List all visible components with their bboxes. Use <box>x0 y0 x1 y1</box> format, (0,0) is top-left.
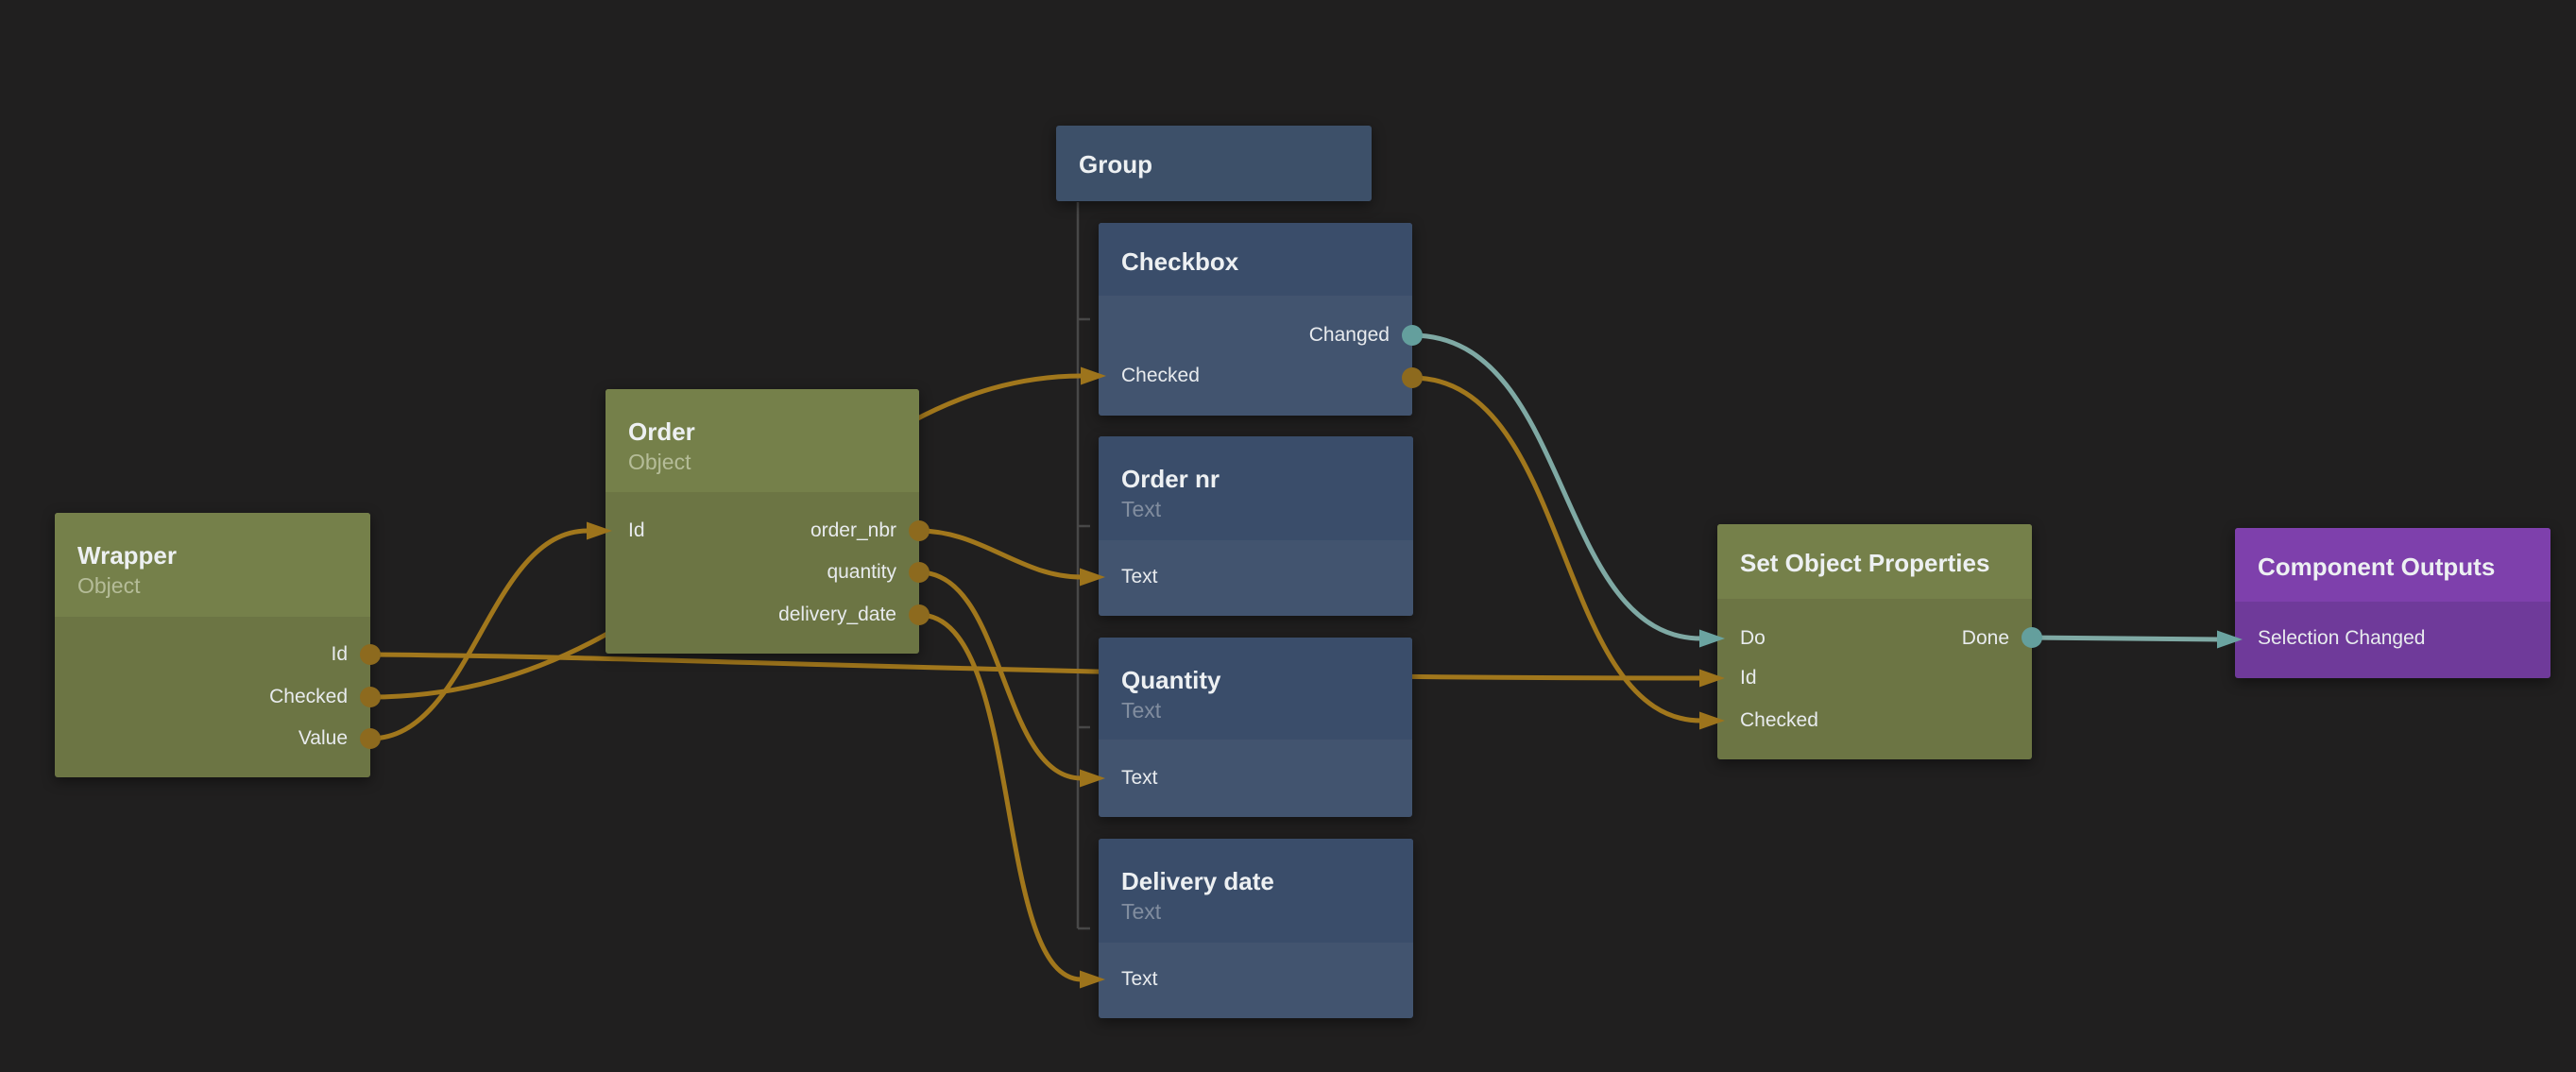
node-delivery-date[interactable]: Delivery date Text Text <box>1099 839 1413 1018</box>
wire-sop-done-to-component-outputs <box>2031 635 2220 642</box>
node-subtitle: Text <box>1121 698 1162 723</box>
input-port-selection-changed[interactable]: Selection Changed <box>2258 627 2426 649</box>
input-port-checked[interactable]: Checked <box>1740 709 1818 731</box>
node-title: Wrapper <box>77 541 177 570</box>
node-checkbox[interactable]: Checkbox Changed Checked <box>1099 223 1412 416</box>
node-wrapper[interactable]: Wrapper Object Id Checked Value <box>55 513 370 777</box>
wire-wrapper-value-to-order-id <box>369 528 589 741</box>
output-port-order-nbr[interactable]: order_nbr <box>810 519 896 541</box>
input-port-do[interactable]: Do <box>1740 627 1766 649</box>
node-title: Component Outputs <box>2258 553 2496 581</box>
node-set-object-properties[interactable]: Set Object Properties Do Done Id Checked <box>1717 524 2032 759</box>
node-order-header: Order Object <box>606 389 919 492</box>
input-port-id[interactable]: Id <box>1740 667 1757 689</box>
node-component-outputs-header: Component Outputs <box>2235 528 2550 602</box>
input-port-id[interactable]: Id <box>628 519 645 541</box>
wire-checkbox-checked-to-sop-checked <box>1411 375 1702 723</box>
node-subtitle: Object <box>77 573 141 598</box>
node-sop-header: Set Object Properties <box>1717 524 2032 599</box>
node-order-nr[interactable]: Order nr Text Text <box>1099 436 1413 616</box>
node-component-outputs[interactable]: Component Outputs Selection Changed <box>2235 528 2550 678</box>
wire-wrapper-id-to-sop-id <box>369 652 1701 681</box>
output-port-changed[interactable]: Changed <box>1308 324 1390 346</box>
node-title: Group <box>1079 150 1152 179</box>
node-quantity[interactable]: Quantity Text Text <box>1099 638 1412 817</box>
node-delivery-date-header: Delivery date Text <box>1099 839 1413 943</box>
node-quantity-header: Quantity Text <box>1099 638 1412 740</box>
input-port-text[interactable]: Text <box>1121 566 1158 587</box>
input-port-checked[interactable]: Checked <box>1121 365 1200 386</box>
input-port-text[interactable]: Text <box>1121 968 1158 990</box>
node-checkbox-header: Checkbox <box>1099 223 1412 296</box>
node-subtitle: Object <box>628 450 691 474</box>
output-port-id[interactable]: Id <box>331 643 348 665</box>
wire-checkbox-changed-to-sop-do <box>1411 332 1702 641</box>
node-subtitle: Text <box>1121 497 1162 521</box>
node-wrapper-header: Wrapper Object <box>55 513 370 617</box>
wire-quantity-to-quantity-text <box>918 570 1083 781</box>
output-port-checked[interactable]: Checked <box>269 686 348 707</box>
node-title: Checkbox <box>1121 247 1239 276</box>
output-port-value[interactable]: Value <box>298 727 348 749</box>
node-subtitle: Text <box>1121 899 1162 924</box>
group-tree-line <box>1076 202 1090 930</box>
input-port-text[interactable]: Text <box>1121 767 1158 789</box>
output-port-quantity[interactable]: quantity <box>827 561 896 583</box>
wire-order-nbr-to-ordernr-text <box>918 528 1083 580</box>
node-group[interactable]: Group <box>1056 126 1372 201</box>
node-title: Order nr <box>1121 465 1220 493</box>
node-title: Delivery date <box>1121 867 1274 895</box>
node-title: Quantity <box>1121 666 1221 694</box>
output-port-delivery-date[interactable]: delivery_date <box>778 604 896 625</box>
wire-delivery-date-to-delivery-text <box>918 612 1083 982</box>
node-order[interactable]: Order Object Id order_nbr quantity deliv… <box>606 389 919 654</box>
node-title: Order <box>628 417 695 446</box>
node-group-header: Group <box>1056 126 1372 201</box>
node-title: Set Object Properties <box>1740 549 1990 577</box>
node-order-nr-header: Order nr Text <box>1099 436 1413 540</box>
output-port-done[interactable]: Done <box>1961 627 2009 649</box>
